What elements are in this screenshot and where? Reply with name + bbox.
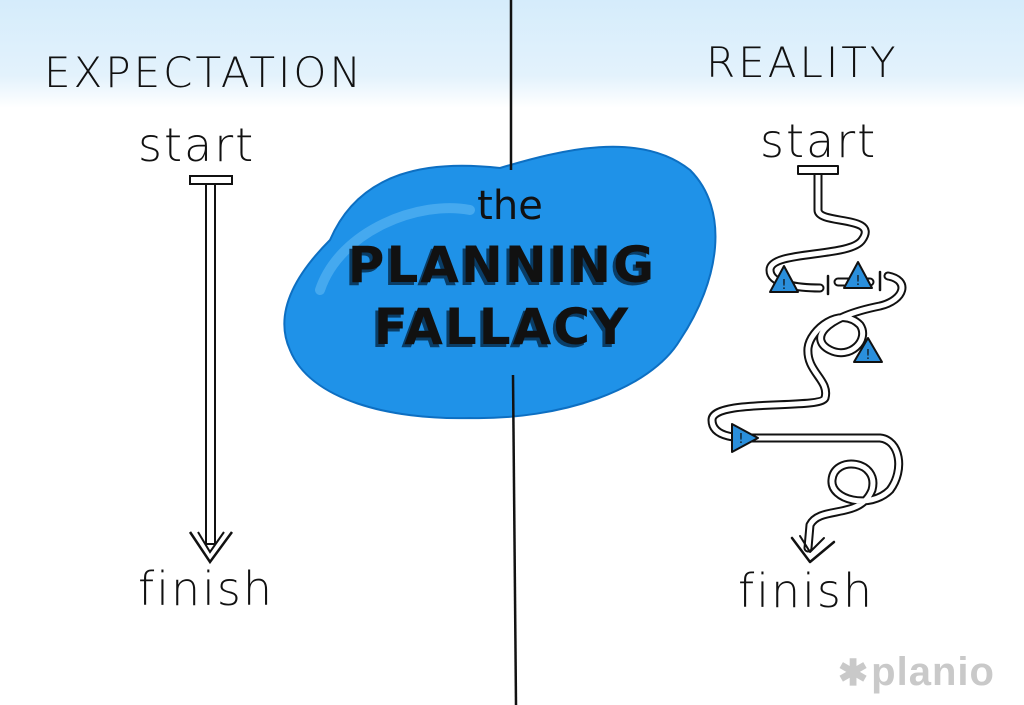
svg-text:!: !: [781, 278, 786, 293]
center-divider-lower: [511, 374, 518, 705]
asterisk-icon: ✱: [838, 652, 870, 693]
svg-text:!: !: [865, 348, 870, 363]
warning-triangle-icon: !: [731, 423, 759, 453]
warning-triangle-icon: !: [853, 337, 883, 363]
expectation-start-label: start: [138, 118, 256, 172]
blob-title-line1: PLANNING: [347, 236, 657, 294]
blob-title-small: the: [477, 183, 543, 229]
svg-text:!: !: [855, 274, 860, 289]
expectation-arrow: [188, 175, 234, 565]
warning-triangle-icon: !: [769, 265, 799, 293]
blob-highlight: [315, 203, 475, 295]
brand-name: planio: [871, 650, 995, 694]
reality-finish-label: finish: [738, 564, 875, 618]
reality-path: [707, 165, 907, 564]
svg-text:!: !: [738, 432, 743, 447]
blob-title-line2: FALLACY: [373, 298, 631, 356]
brand-logo: ✱planio: [838, 650, 995, 695]
expectation-finish-label: finish: [138, 562, 275, 616]
reality-heading: REALITY: [706, 38, 899, 87]
expectation-heading: EXPECTATION: [44, 48, 364, 97]
warning-triangle-icon: !: [843, 261, 873, 289]
reality-start-label: start: [760, 114, 878, 168]
